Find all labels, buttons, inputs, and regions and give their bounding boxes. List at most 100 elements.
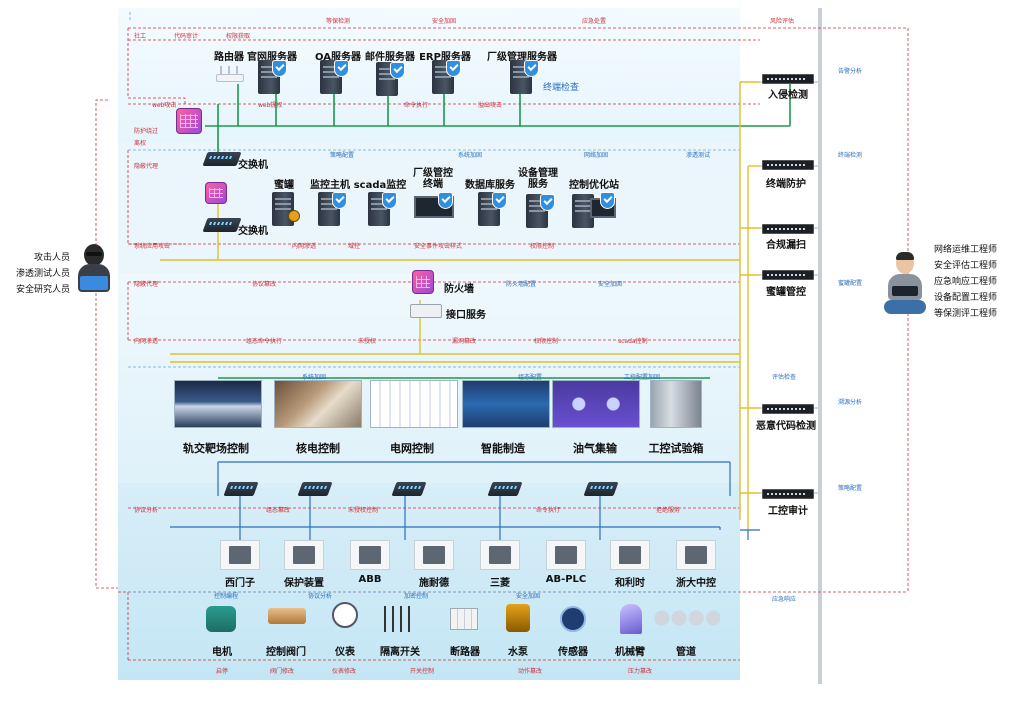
hacker-icon — [76, 244, 112, 296]
plc-icon[interactable] — [676, 540, 716, 570]
gauge-icon[interactable] — [332, 602, 358, 628]
corner-tag: 权限获取 — [226, 33, 251, 40]
isolation-switch-icon[interactable] — [384, 606, 410, 632]
terminal-check-label: 终端检查 — [543, 83, 580, 93]
firewall-icon[interactable] — [412, 270, 434, 294]
host-label: 设备管理 服务 — [518, 168, 558, 190]
firewall-icon[interactable] — [176, 108, 202, 134]
scene-label: 轨交靶场控制 — [183, 442, 249, 455]
engineer-role: 等保测评工程师 — [934, 309, 998, 319]
switch-icon[interactable] — [583, 482, 619, 496]
pump-icon[interactable] — [506, 604, 530, 632]
attack-tag: 溢出攻击 — [478, 102, 503, 109]
shield-icon — [334, 60, 349, 77]
switch-icon[interactable] — [223, 482, 259, 496]
plc-icon[interactable] — [480, 540, 520, 570]
host-label: 厂级管控 终端 — [413, 168, 453, 190]
attack-tag: 权限控制 — [534, 338, 559, 345]
attack-tag: web攻击 — [152, 102, 177, 109]
firewall-tag: 防火墙配置 — [506, 281, 537, 288]
attack-tag: 命令执行 — [536, 507, 561, 514]
firewall-tag: 协议篡改 — [252, 281, 277, 288]
right-tag: 溯源分析 — [838, 399, 863, 406]
scene-label: 工控试验箱 — [648, 442, 704, 455]
malware-device-icon[interactable] — [762, 404, 814, 414]
device-label: 蜜罐管控 — [766, 287, 806, 298]
plc-icon[interactable] — [414, 540, 454, 570]
nuclear-scene-image[interactable] — [274, 380, 362, 428]
field-label: 水泵 — [508, 647, 528, 658]
scanner-device-icon[interactable] — [762, 224, 814, 234]
attack-tag: 内网渗透 — [292, 243, 317, 250]
oilgas-scene-image[interactable] — [552, 380, 640, 428]
sensor-icon[interactable] — [560, 606, 586, 632]
attacker-role: 安全研究人员 — [15, 285, 70, 295]
server-label: 厂级管理服务器 — [487, 52, 557, 63]
optimizer-icon[interactable] — [572, 194, 594, 228]
firewall-icon[interactable] — [205, 182, 227, 204]
plc-icon[interactable] — [220, 540, 260, 570]
device-label: 入侵检测 — [768, 90, 808, 101]
switch-icon[interactable] — [202, 218, 242, 232]
plc-icon[interactable] — [350, 540, 390, 570]
shield-icon — [492, 192, 507, 209]
top-tag: 应急处置 — [582, 18, 607, 25]
field-label: 传感器 — [558, 647, 588, 658]
host-label: 控制优化站 — [569, 180, 619, 191]
audit-device-icon[interactable] — [762, 489, 814, 499]
attack-tag: 组态命令执行 — [246, 338, 283, 345]
top-tag: 风险评估 — [770, 18, 795, 25]
interface-server-icon[interactable] — [410, 304, 442, 318]
zone-field — [118, 483, 740, 680]
attack-tag: 组态篡改 — [266, 507, 291, 514]
right-tag: 蜜罐配置 — [838, 280, 863, 287]
endpoint-device-icon[interactable] — [762, 160, 814, 170]
plc-icon[interactable] — [610, 540, 650, 570]
plc-label: 和利时 — [615, 578, 645, 589]
motor-icon[interactable] — [206, 606, 236, 632]
config-tag: 系统加固 — [458, 152, 483, 159]
device-label: 合规漏扫 — [766, 240, 806, 251]
attack-tag: 域控 — [348, 243, 361, 250]
server-label: OA服务器 — [315, 52, 361, 63]
bottom-tag: 开关控制 — [410, 668, 435, 675]
engineer-role: 应急响应工程师 — [934, 277, 998, 287]
plc-icon[interactable] — [546, 540, 586, 570]
switch-icon[interactable] — [297, 482, 333, 496]
field-label: 管道 — [676, 647, 696, 658]
pipeline-icon[interactable] — [654, 606, 720, 630]
breaker-icon[interactable] — [450, 608, 478, 630]
right-tag: 告警分析 — [838, 68, 863, 75]
switch-icon[interactable] — [202, 152, 242, 166]
field-label: 隔离开关 — [380, 647, 420, 658]
device-label: 恶意代码检测 — [756, 421, 816, 432]
valve-icon[interactable] — [268, 608, 306, 624]
plc-icon[interactable] — [284, 540, 324, 570]
host-label: 蜜罐 — [274, 180, 294, 191]
shield-icon — [540, 194, 555, 211]
rail-scene-image[interactable] — [174, 380, 262, 428]
field-label: 仪表 — [335, 647, 355, 658]
right-tag: 策略配置 — [838, 485, 863, 492]
manufacturing-scene-image[interactable] — [462, 380, 550, 428]
shield-icon — [524, 60, 539, 77]
server-label: 邮件服务器 — [365, 52, 415, 63]
attack-tag: 拒绝服务 — [656, 507, 681, 514]
testbox-scene-image[interactable] — [650, 380, 702, 428]
plc-label: 施耐德 — [419, 578, 449, 589]
grid-scene-image[interactable] — [370, 380, 458, 428]
robot-arm-icon[interactable] — [620, 604, 642, 634]
plc-label: 浙大中控 — [676, 578, 716, 589]
server-label: 路由器 — [214, 52, 244, 63]
top-tag: 安全加固 — [432, 18, 457, 25]
field-tag: 安全加固 — [516, 593, 541, 600]
engineer-roles: 网络运维工程师 安全评估工程师 应急响应工程师 设备配置工程师 等保测评工程师 — [934, 242, 997, 322]
switch-icon[interactable] — [391, 482, 427, 496]
shield-icon — [332, 192, 347, 209]
ids-device-icon[interactable] — [762, 74, 814, 84]
switch-icon[interactable] — [487, 482, 523, 496]
honeypot-device-icon[interactable] — [762, 270, 814, 280]
bottom-tag: 阀门修改 — [270, 668, 295, 675]
router-icon[interactable] — [216, 66, 244, 84]
